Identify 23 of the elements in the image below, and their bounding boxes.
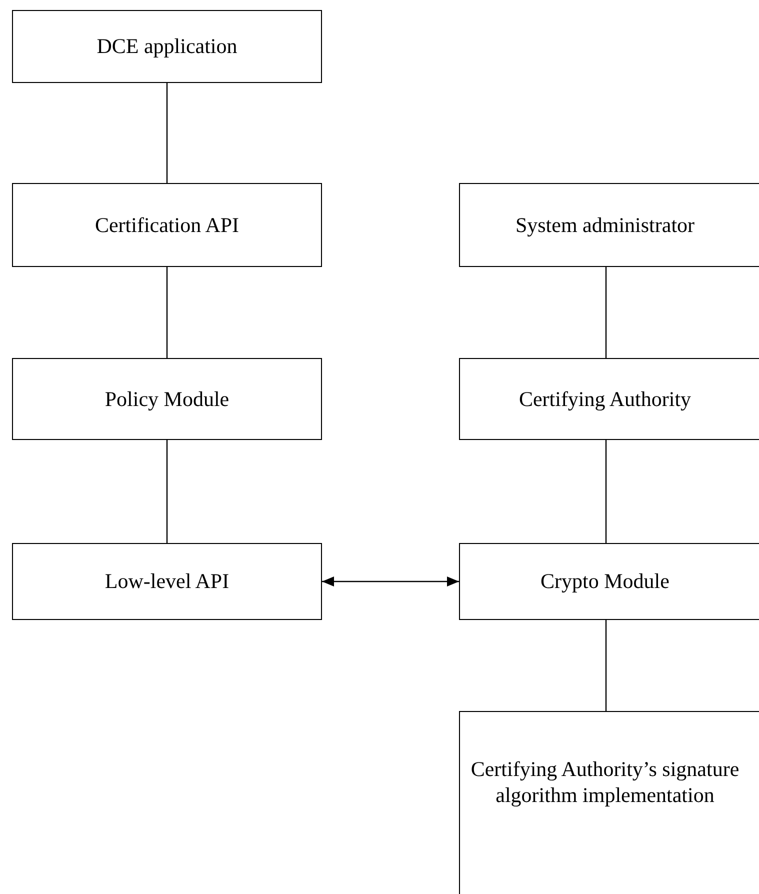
process-box: [459, 358, 759, 440]
process-box: [12, 183, 322, 267]
connector-line: [166, 267, 168, 358]
process-box: [12, 358, 322, 440]
process-box: [12, 10, 322, 83]
process-box: [459, 183, 759, 267]
process-box: [459, 711, 759, 894]
connector-line: [605, 267, 607, 358]
box-label: Certifying Authority’s signature algorithm implementation: [470, 756, 740, 808]
connector-line: [166, 440, 168, 543]
arrow: [322, 576, 459, 586]
box-label: DCE application: [96, 33, 238, 60]
box-label: Crypto Module: [540, 568, 670, 595]
process-box: [12, 543, 322, 620]
connector-line: [605, 440, 607, 543]
box-label: Certifying Authority: [518, 386, 692, 412]
box-label: Policy Module: [104, 386, 230, 412]
process-box: [459, 543, 759, 620]
box-label: Low-level API: [104, 568, 230, 595]
box-label: System administrator: [515, 212, 695, 238]
connector-line: [605, 620, 607, 711]
box-label: Certification API: [94, 212, 240, 238]
connector-line: [166, 83, 168, 183]
